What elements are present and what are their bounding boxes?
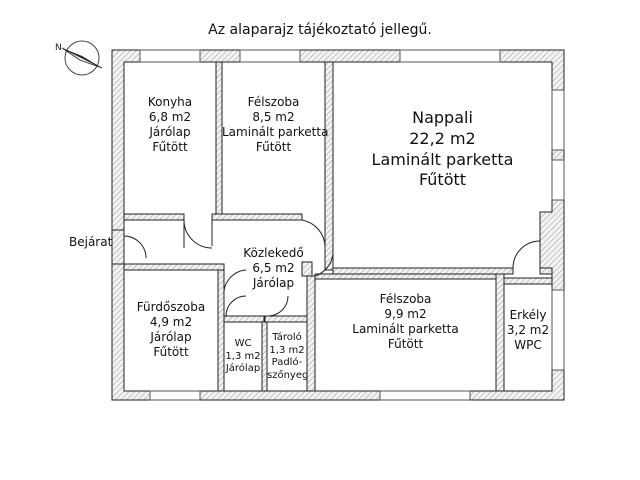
room-heating: Fűtött [387, 337, 424, 351]
room-name: Tároló [272, 332, 302, 343]
room-floor: Járólap [150, 330, 192, 344]
room-area: 9,9 m2 [384, 307, 427, 321]
room-area: 22,2 m2 [409, 128, 476, 148]
disclaimer-text: Az alaparajz tájékoztató jellegű. [208, 22, 432, 38]
room-tarolo: Tároló 1,3 m2 Padló- szőnyeg [267, 332, 309, 382]
room-area: 6,8 m2 [148, 110, 192, 124]
room-kozlekedo: Közlekedő 6,5 m2 Járólap [222, 246, 325, 291]
room-name: Erkély [509, 308, 547, 322]
room-floor: Laminált parketta [222, 125, 329, 139]
room-area: 8,5 m2 [252, 110, 295, 124]
room-floor: Járólap [225, 363, 261, 374]
room-floor: Járólap [252, 276, 295, 290]
room-area: 4,9 m2 [149, 315, 193, 329]
room-floor-line2: szőnyeg [267, 369, 309, 381]
room-area: 1,3 m2 [225, 350, 261, 362]
room-floor: Laminált parketta [352, 322, 459, 336]
room-area: 3,2 m2 [506, 323, 550, 337]
room-area: 6,5 m2 [252, 261, 295, 275]
room-felszoba-1: Félszoba 8,5 m2 Laminált parketta Fűtött [222, 95, 329, 155]
room-konyha: Konyha 6,8 m2 Járólap Fűtött [124, 95, 216, 155]
doors [123, 219, 541, 317]
room-heating: Fűtött [418, 170, 467, 190]
room-wc: WC 1,3 m2 Járólap [224, 338, 262, 376]
room-name: Fürdőszoba [136, 300, 206, 314]
room-floor-line1: Padló- [271, 357, 303, 368]
svg-text:N: N [55, 43, 62, 53]
windows [139, 49, 565, 401]
room-name: Konyha [147, 95, 193, 109]
walls [111, 49, 565, 401]
entrance-label: Bejárat [69, 235, 113, 249]
room-erkely: Erkély 3,2 m2 WPC [504, 308, 552, 353]
room-name: WC [234, 338, 252, 349]
room-area: 1,3 m2 [269, 344, 305, 356]
north-arrow-icon: N [55, 40, 103, 76]
room-name: Félszoba [379, 292, 432, 306]
room-name: Közlekedő [243, 246, 304, 260]
room-furdoszoba: Fürdőszoba 4,9 m2 Járólap Fűtött [124, 300, 218, 360]
room-felszoba-2: Félszoba 9,9 m2 Laminált parketta Fűtött [315, 292, 496, 352]
room-heating: Fűtött [152, 140, 188, 154]
room-floor: WPC [514, 338, 542, 352]
room-name: Félszoba [247, 95, 300, 109]
room-heating: Fűtött [255, 140, 292, 154]
room-name: Nappali [412, 108, 473, 127]
room-nappali: Nappali 22,2 m2 Laminált parketta Fűtött [333, 108, 552, 191]
room-floor: Laminált parketta [371, 149, 514, 169]
room-floor: Járólap [149, 125, 191, 139]
room-heating: Fűtött [153, 345, 189, 359]
